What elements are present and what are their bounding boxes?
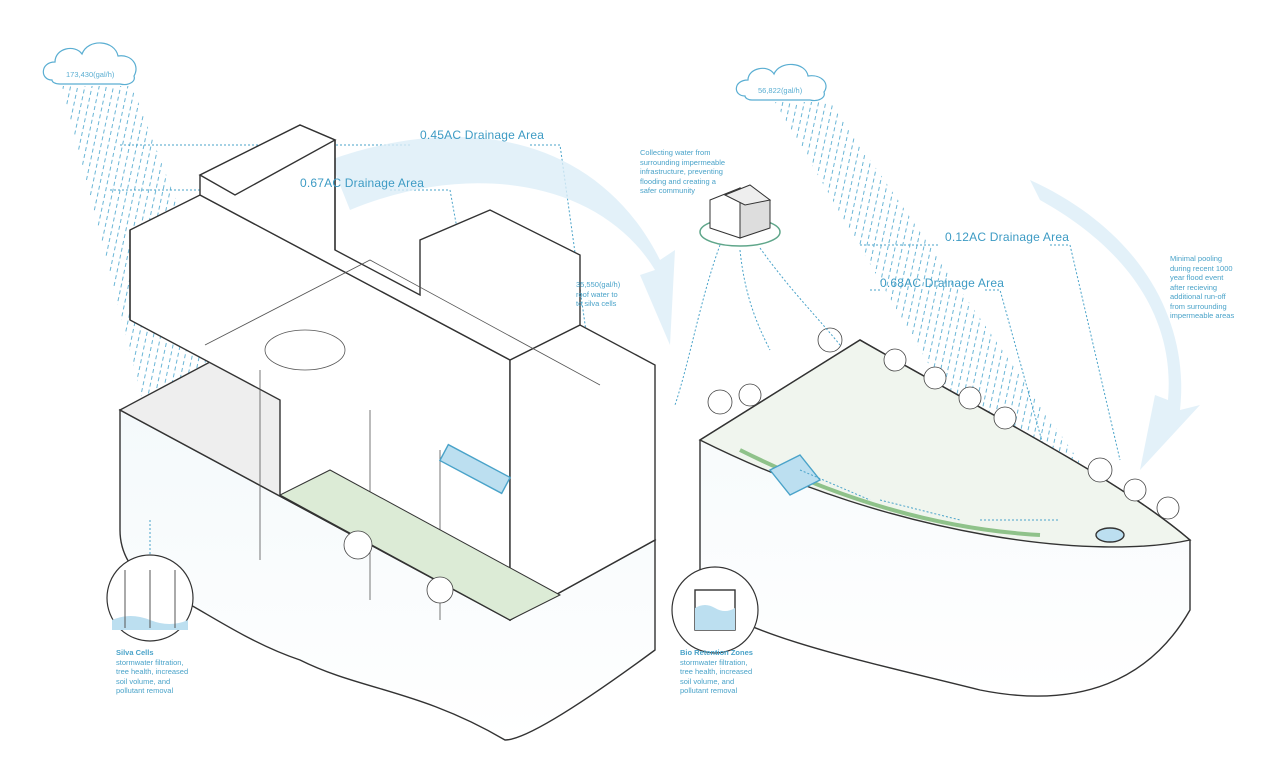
silva-cells-title: Silva Cells: [116, 648, 154, 657]
flow-arc-left: [330, 136, 675, 345]
silva-cell-detail: [106, 520, 194, 642]
drainage-area-067-label: 0.67AC Drainage Area: [300, 176, 425, 190]
apartment-building-icon: [699, 184, 781, 247]
building-left: [118, 124, 657, 741]
flow-arc-right: [1030, 180, 1200, 470]
rain-right: [775, 102, 1120, 520]
site-right: [698, 339, 1192, 697]
silva-cells-note: Silva Cells stormwater filtration, tree …: [116, 648, 216, 696]
minimal-pooling-note: Minimal pooling during recent 1000 year …: [1170, 254, 1235, 320]
drainage-area-068-label: 0.68AC Drainage Area: [880, 276, 1005, 290]
bio-retention-detail: [671, 566, 759, 654]
flow-arrows: [674, 244, 1060, 521]
cloud-left-icon: [42, 42, 137, 86]
roof-water-note: 35,550(gal/h) roof water to to silva cel…: [576, 280, 621, 308]
drainage-area-012-label: 0.12AC Drainage Area: [945, 230, 1070, 244]
drainage-area-045-label: 0.45AC Drainage Area: [420, 128, 545, 142]
bio-retention-title: Bio Retention Zones: [680, 648, 753, 657]
collecting-water-note: Collecting water from surrounding imperm…: [640, 148, 726, 195]
cloud-right-icon: [735, 63, 827, 102]
cloud-right-flow-label: 56,822(gal/h): [758, 86, 803, 95]
cloud-left-flow-label: 173,430(gal/h): [66, 70, 115, 79]
trees: [343, 327, 1180, 604]
bio-retention-note: Bio Retention Zones stormwater filtratio…: [680, 648, 780, 696]
